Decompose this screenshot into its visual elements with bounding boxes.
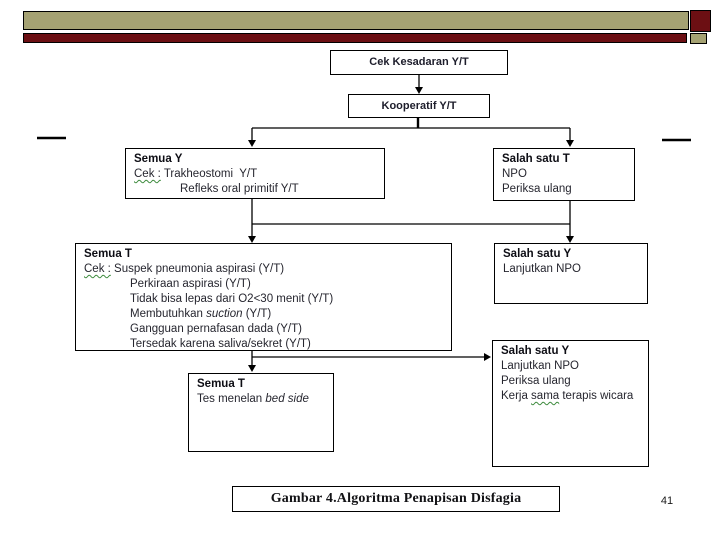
box-semua-y-title: Semua Y xyxy=(134,153,183,165)
arrowhead-semua-y xyxy=(248,140,256,147)
box-salah-satu-t-line1: NPO xyxy=(502,168,527,180)
header-olive-square xyxy=(690,33,707,44)
box-semua-t-bottom: Semua T Tes menelan bed side xyxy=(188,373,334,452)
italic-word: suction xyxy=(206,308,243,320)
box-semua-t-big-item-tersedak: Tersedak karena saliva/sekret (Y/T) xyxy=(130,338,311,350)
box-semua-t-big-item-perkiraan: Perkiraan aspirasi (Y/T) xyxy=(130,278,251,290)
box-semua-t-bottom-line1: Tes menelan bed side xyxy=(197,392,325,407)
box-kooperatif-label: Kooperatif Y/T xyxy=(381,99,457,112)
box-semua-y-line-refleks: Refleks oral primitif Y/T xyxy=(180,183,299,195)
arrowhead-semua-t-big xyxy=(248,236,256,243)
box-salah-satu-y-mid-title: Salah satu Y xyxy=(503,248,572,260)
box-semua-t-big-item-membutuhkan: Membutuhkan suction (Y/T) xyxy=(84,307,443,322)
page-number: 41 xyxy=(660,495,674,507)
text-segment: Kerja xyxy=(501,390,532,402)
box-salah-satu-y-bottom-line3: Kerja sama terapis wicara xyxy=(501,389,640,404)
box-semua-t-big-item-tidak: Tidak bisa lepas dari O2<30 menit (Y/T) xyxy=(130,293,334,305)
box-semua-y-line-cek: Cek : Trakheostomi Y/T xyxy=(134,167,376,182)
header-maroon-bar xyxy=(23,33,687,43)
box-salah-satu-y-bottom-title: Salah satu Y xyxy=(501,345,570,357)
box-semua-t-bottom-title: Semua T xyxy=(197,378,245,390)
arrowhead-salah-satu-y-mid xyxy=(566,236,574,243)
box-salah-satu-y-bottom-line2: Periksa ulang xyxy=(501,375,571,387)
arrowhead-semua-t-bottom xyxy=(248,365,256,372)
box-salah-satu-t: Salah satu T NPO Periksa ulang xyxy=(493,148,635,201)
box-salah-satu-y-bottom: Salah satu Y Lanjutkan NPO Periksa ulang… xyxy=(492,340,649,467)
spellcheck-word: Cek : xyxy=(134,168,161,180)
arrowhead-salah-satu-y-bottom xyxy=(484,353,491,361)
box-salah-satu-y-mid: Salah satu Y Lanjutkan NPO xyxy=(494,243,648,304)
box-semua-t-big: Semua T Cek : Suspek pneumonia aspirasi … xyxy=(75,243,452,351)
box-semua-y-cek-value: Trakheostomi Y/T xyxy=(160,168,258,180)
text-segment: (Y/T) xyxy=(242,308,272,320)
box-kooperatif: Kooperatif Y/T xyxy=(348,94,490,118)
box-salah-satu-t-title: Salah satu T xyxy=(502,153,570,165)
box-salah-satu-t-line2: Periksa ulang xyxy=(502,183,572,195)
arrowhead-kooperatif xyxy=(415,87,423,94)
box-semua-t-big-item-gangguan: Gangguan pernafasan dada (Y/T) xyxy=(130,323,302,335)
figure-caption-text: Gambar 4.Algoritma Penapisan Disfagia xyxy=(270,491,522,506)
box-salah-satu-y-bottom-line1: Lanjutkan NPO xyxy=(501,360,579,372)
box-semua-t-big-cek-value: Suspek pneumonia aspirasi (Y/T) xyxy=(110,263,285,275)
text-segment: terapis wicara xyxy=(559,390,634,402)
arrowhead-salah-satu-t xyxy=(566,140,574,147)
box-semua-t-big-line-cek: Cek : Suspek pneumonia aspirasi (Y/T) xyxy=(84,262,443,277)
box-cek-kesadaran: Cek Kesadaran Y/T xyxy=(330,50,508,75)
figure-caption-box: Gambar 4.Algoritma Penapisan Disfagia xyxy=(232,486,560,512)
box-semua-t-big-title: Semua T xyxy=(84,248,132,260)
spellcheck-word: Cek : xyxy=(84,263,111,275)
text-segment: Membutuhkan xyxy=(130,308,207,320)
box-semua-y: Semua Y Cek : Trakheostomi Y/T Refleks o… xyxy=(125,148,385,199)
header-olive-bar xyxy=(23,11,689,30)
italic-word: bed side xyxy=(265,393,309,405)
box-salah-satu-y-mid-line1: Lanjutkan NPO xyxy=(503,263,581,275)
header-red-square xyxy=(690,10,711,32)
spellcheck-word: sama xyxy=(531,390,560,402)
box-cek-kesadaran-label: Cek Kesadaran Y/T xyxy=(369,56,469,68)
text-segment: Tes menelan xyxy=(197,393,266,405)
